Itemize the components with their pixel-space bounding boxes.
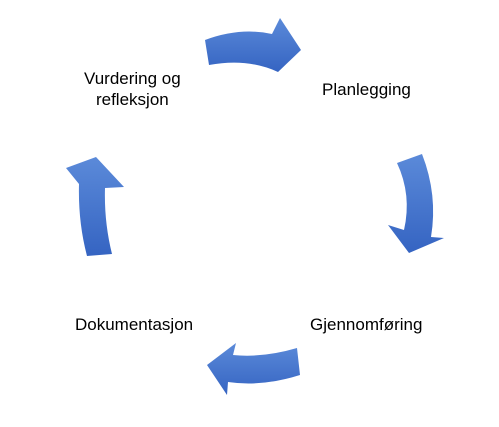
stage-label-planning: Planlegging [322,79,411,100]
cycle-arrow-right [388,154,444,253]
cycle-arrow-left [66,157,124,256]
stage-label-documentation-text: Dokumentasjon [75,315,194,334]
cycle-arrow-bottom [207,343,300,395]
stage-label-planning-text: Planlegging [322,80,411,99]
stage-label-execution-text: Gjennomføring [310,315,423,334]
stage-label-documentation: Dokumentasjon [75,314,193,335]
stage-label-evaluation: Vurdering og refleksjon [84,68,181,110]
stage-label-execution: Gjennomføring [310,314,422,335]
stage-label-evaluation-line-2: refleksjon [95,90,169,109]
cycle-arrow-top [205,18,301,72]
stage-label-evaluation-line-1: Vurdering og [84,69,181,88]
